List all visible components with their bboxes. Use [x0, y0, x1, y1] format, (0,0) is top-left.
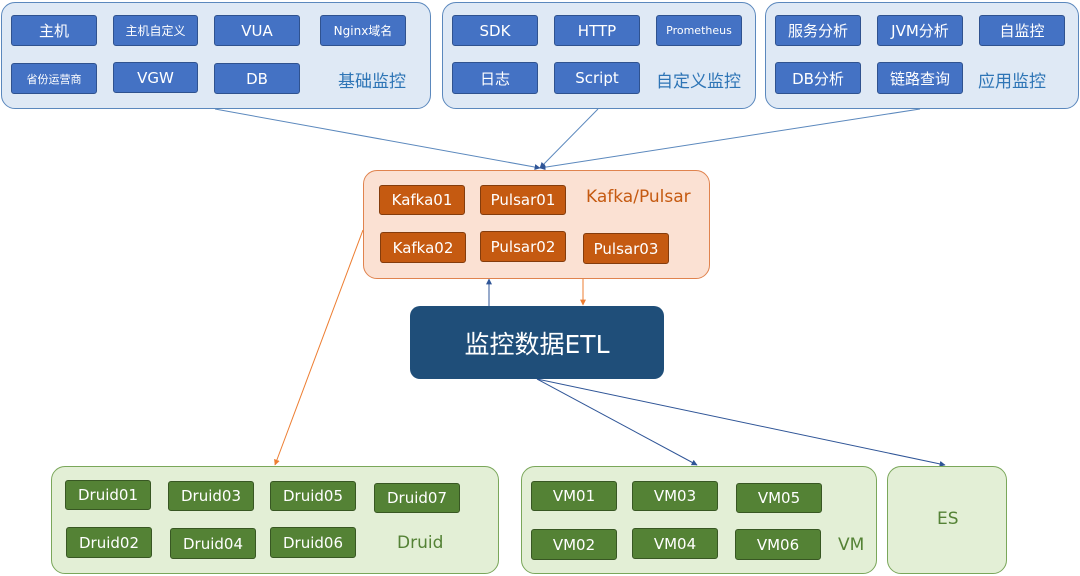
group-app-label: 应用监控: [978, 72, 1046, 92]
etl-node[interactable]: 监控数据ETL: [410, 306, 664, 379]
node-jvm-analysis[interactable]: JVM分析: [877, 15, 963, 46]
group-es[interactable]: [887, 466, 1007, 574]
node-host[interactable]: 主机: [11, 15, 97, 46]
node-log[interactable]: 日志: [452, 62, 538, 94]
node-prometheus[interactable]: Prometheus: [656, 15, 742, 46]
node-sdk[interactable]: SDK: [452, 15, 538, 46]
node-druid02[interactable]: Druid02: [66, 527, 152, 558]
node-vm02[interactable]: VM02: [531, 529, 617, 560]
node-script[interactable]: Script: [554, 62, 640, 94]
node-kafka01[interactable]: Kafka01: [379, 185, 465, 215]
node-db-analysis[interactable]: DB分析: [775, 62, 861, 94]
group-vm-label: VM: [838, 535, 865, 555]
node-druid04[interactable]: Druid04: [170, 528, 256, 559]
node-vm03[interactable]: VM03: [632, 481, 718, 511]
node-kafka02[interactable]: Kafka02: [380, 232, 466, 263]
node-trace-query[interactable]: 链路查询: [877, 62, 963, 94]
node-pulsar02[interactable]: Pulsar02: [480, 231, 566, 262]
node-druid06[interactable]: Druid06: [270, 527, 356, 558]
node-pulsar01[interactable]: Pulsar01: [480, 185, 566, 215]
group-druid-label: Druid: [397, 533, 444, 553]
arrow-etl-to-vm: [536, 378, 698, 466]
group-es-label: ES: [937, 509, 959, 529]
node-nginx-domain[interactable]: Nginx域名: [320, 15, 406, 46]
node-druid03[interactable]: Druid03: [168, 481, 254, 511]
node-vm01[interactable]: VM01: [531, 481, 617, 511]
node-host-custom[interactable]: 主机自定义: [113, 15, 198, 46]
node-druid05[interactable]: Druid05: [270, 481, 356, 511]
arrow-custom-to-mq: [539, 108, 599, 169]
arrow-mq-to-druid: [274, 229, 364, 466]
node-province-isp[interactable]: 省份运营商: [11, 63, 97, 94]
node-vm05[interactable]: VM05: [736, 483, 822, 513]
node-self-monitoring[interactable]: 自监控: [979, 15, 1065, 46]
group-mq-label: Kafka/Pulsar: [586, 187, 691, 207]
arrow-basic-to-mq: [214, 108, 541, 170]
node-vua[interactable]: VUA: [214, 15, 300, 46]
node-service-analysis[interactable]: 服务分析: [775, 15, 861, 46]
node-vm04[interactable]: VM04: [632, 528, 718, 559]
node-http[interactable]: HTTP: [554, 15, 640, 46]
node-db[interactable]: DB: [214, 63, 300, 94]
arrow-etl-to-es: [536, 378, 946, 467]
group-custom-label: 自定义监控: [656, 72, 741, 92]
arrow-app-to-mq: [539, 108, 921, 171]
node-druid01[interactable]: Druid01: [65, 480, 151, 510]
group-basic-label: 基础监控: [338, 72, 406, 92]
node-vm06[interactable]: VM06: [735, 529, 821, 560]
node-vgw[interactable]: VGW: [113, 62, 198, 93]
node-druid07[interactable]: Druid07: [374, 483, 460, 513]
node-pulsar03[interactable]: Pulsar03: [583, 233, 669, 264]
